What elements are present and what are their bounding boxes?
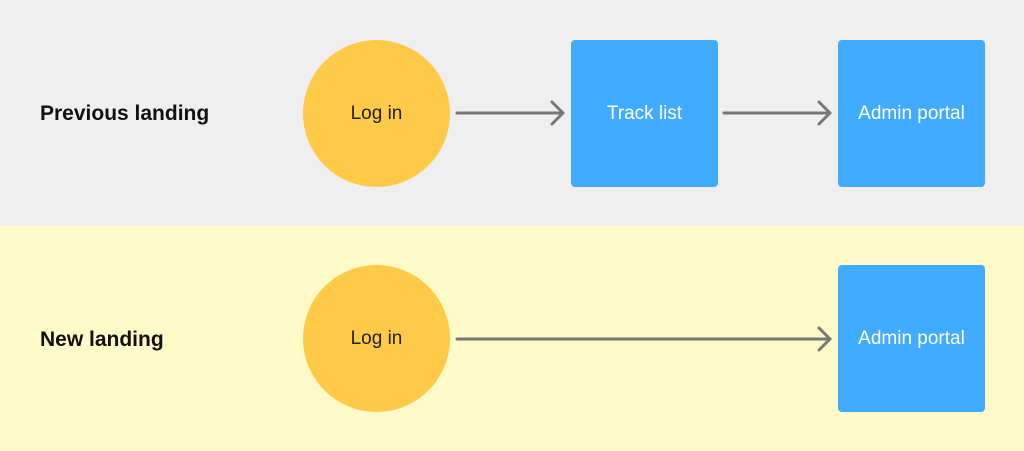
- login-node-previous: Log in: [303, 40, 450, 187]
- admin-portal-node-label: Admin portal: [858, 102, 965, 124]
- login-node-new: Log in: [303, 265, 450, 412]
- track-list-node-label: Track list: [606, 102, 683, 124]
- previous-landing-lane: Previous landing Log in Track list Admin…: [0, 0, 1024, 226]
- admin-portal-node-new: Admin portal: [838, 265, 985, 412]
- new-landing-label: New landing: [40, 328, 164, 351]
- login-node-label: Log in: [350, 327, 403, 349]
- previous-landing-label: Previous landing: [40, 102, 210, 125]
- new-landing-lane: New landing Log in Admin portal: [0, 226, 1024, 451]
- admin-portal-node-previous: Admin portal: [838, 40, 985, 187]
- track-list-node: Track list: [571, 40, 718, 187]
- login-node-label: Log in: [350, 102, 403, 124]
- admin-portal-node-label: Admin portal: [858, 327, 965, 349]
